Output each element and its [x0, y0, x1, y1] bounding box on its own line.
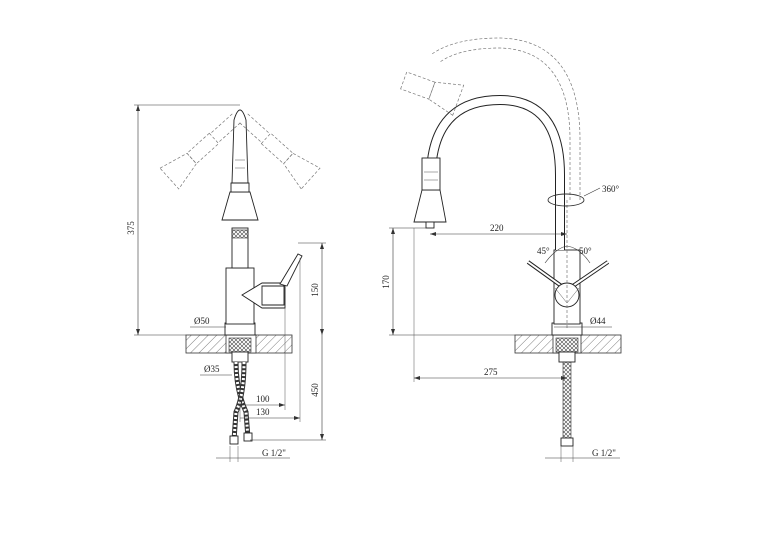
spray-head-center — [221, 191, 259, 221]
dim-angle-50: 50° — [579, 246, 592, 256]
front-view: 360° 220 170 45° 50° Ø44 275 G — [381, 37, 622, 462]
dim-130: 130 — [256, 407, 270, 417]
spray-head-ghost-left — [239, 113, 321, 190]
dim-angle-45: 45° — [537, 246, 550, 256]
faucet-base-right — [551, 322, 583, 336]
spray-head-ghost-right — [159, 113, 241, 190]
dim-375: 375 — [126, 221, 136, 235]
flex-hose-left-b — [231, 361, 247, 441]
faucet-base-left — [224, 322, 256, 336]
dim-d35: Ø35 — [204, 364, 220, 374]
spray-head-front — [413, 189, 447, 223]
dim-220: 220 — [490, 223, 504, 233]
dim-d44: Ø44 — [590, 316, 606, 326]
dim-150: 150 — [310, 283, 320, 297]
spout-ghost — [439, 47, 571, 200]
dim-100: 100 — [256, 394, 270, 404]
dim-thread-right: G 1/2" — [592, 448, 616, 458]
dim-360: 360° — [602, 184, 620, 194]
side-view: 375 150 450 Ø50 Ø35 100 130 G 1/2" — [126, 104, 326, 462]
dim-d50: Ø50 — [194, 316, 210, 326]
dim-275: 275 — [484, 367, 498, 377]
dim-170: 170 — [381, 275, 391, 289]
dim-450: 450 — [310, 383, 320, 397]
flex-hose-right — [562, 361, 572, 441]
dim-thread-left: G 1/2" — [262, 448, 286, 458]
rotation-ellipse — [547, 193, 585, 207]
